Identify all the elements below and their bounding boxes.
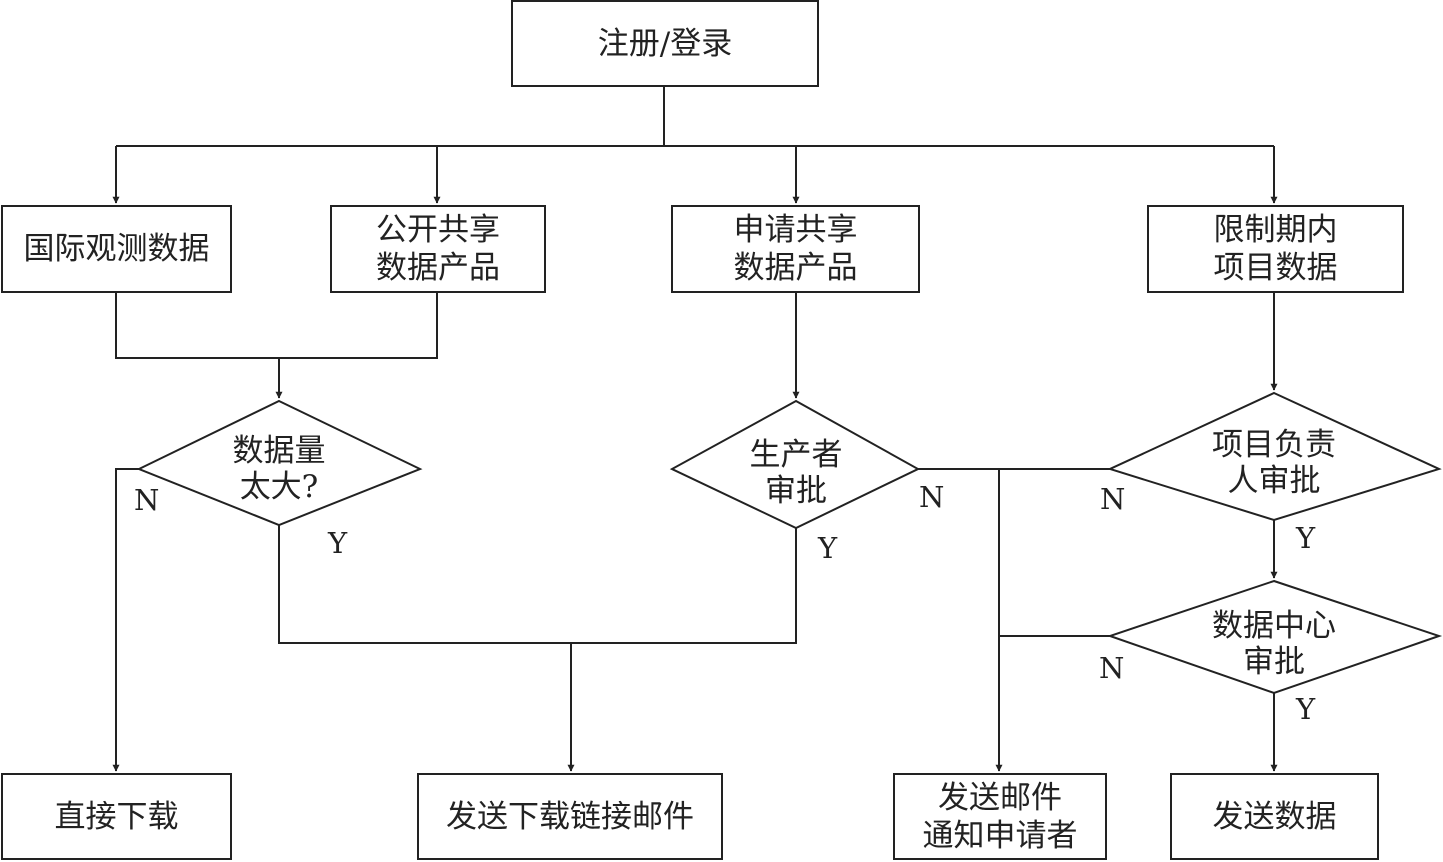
decision-too-large-line-2: 太大? <box>239 469 319 505</box>
center-no-label: N <box>1099 651 1125 685</box>
pi-yes-label: Y <box>1296 521 1316 555</box>
node-send-data-line-1: 发送数据 <box>1212 798 1337 835</box>
node-notify-line-1: 发送邮件 <box>938 779 1062 816</box>
edge-producer-yes <box>571 528 797 644</box>
edge-too-large-yes <box>278 525 571 644</box>
decision-center-shape <box>1106 579 1443 695</box>
decision-too-large-line-1: 数据量 <box>232 433 326 469</box>
node-intl-obs: 国际观测数据 <box>1 205 232 293</box>
decision-too-large-label: 数据量 太大? <box>179 430 379 508</box>
decision-center-line-2: 审批 <box>1243 644 1305 680</box>
too-large-no-label: N <box>134 483 160 517</box>
node-public-share: 公开共享 数据产品 <box>330 205 546 293</box>
node-restricted: 限制期内 项目数据 <box>1147 205 1404 293</box>
decision-too-large-shape <box>136 399 423 527</box>
decision-center-line-1: 数据中心 <box>1212 608 1336 644</box>
node-login: 注册/登录 <box>511 0 819 87</box>
node-send-link-line-1: 发送下载链接邮件 <box>446 798 694 835</box>
node-apply-share: 申请共享 数据产品 <box>671 205 920 293</box>
node-intl-obs-line-1: 国际观测数据 <box>23 231 210 267</box>
node-notify: 发送邮件 通知申请者 <box>893 773 1107 860</box>
decision-producer-line-2: 审批 <box>765 473 827 509</box>
node-public-share-line-2: 数据产品 <box>376 250 500 286</box>
node-notify-line-2: 通知申请者 <box>922 817 1078 854</box>
decision-pi-line-2: 人审批 <box>1227 463 1321 499</box>
producer-yes-label: Y <box>818 531 838 565</box>
edge-intl-merge <box>115 293 438 359</box>
decision-center-label: 数据中心 审批 <box>1174 605 1374 683</box>
decision-pi-label: 项目负责 人审批 <box>1174 424 1374 502</box>
node-login-line-1: 注册/登录 <box>597 25 733 62</box>
node-direct-download: 直接下载 <box>1 773 232 860</box>
node-apply-share-line-2: 数据产品 <box>733 250 858 286</box>
decision-producer-shape <box>669 399 921 530</box>
node-restricted-line-2: 项目数据 <box>1213 250 1338 286</box>
producer-no-label: N <box>919 480 945 514</box>
center-yes-label: Y <box>1296 692 1316 726</box>
node-direct-download-line-1: 直接下载 <box>54 798 179 835</box>
too-large-yes-label: Y <box>328 526 348 560</box>
decision-producer-label: 生产者 审批 <box>706 434 886 512</box>
node-send-link: 发送下载链接邮件 <box>417 773 723 860</box>
node-restricted-line-1: 限制期内 <box>1213 212 1338 248</box>
decision-producer-line-1: 生产者 <box>749 437 843 473</box>
decision-pi-line-1: 项目负责 <box>1212 427 1336 463</box>
node-public-share-line-1: 公开共享 <box>376 212 500 248</box>
pi-no-label: N <box>1100 482 1126 516</box>
edge-too-large-no <box>112 468 139 772</box>
node-apply-share-line-1: 申请共享 <box>733 212 858 248</box>
decision-pi-shape <box>1107 391 1442 522</box>
node-send-data: 发送数据 <box>1170 773 1379 860</box>
